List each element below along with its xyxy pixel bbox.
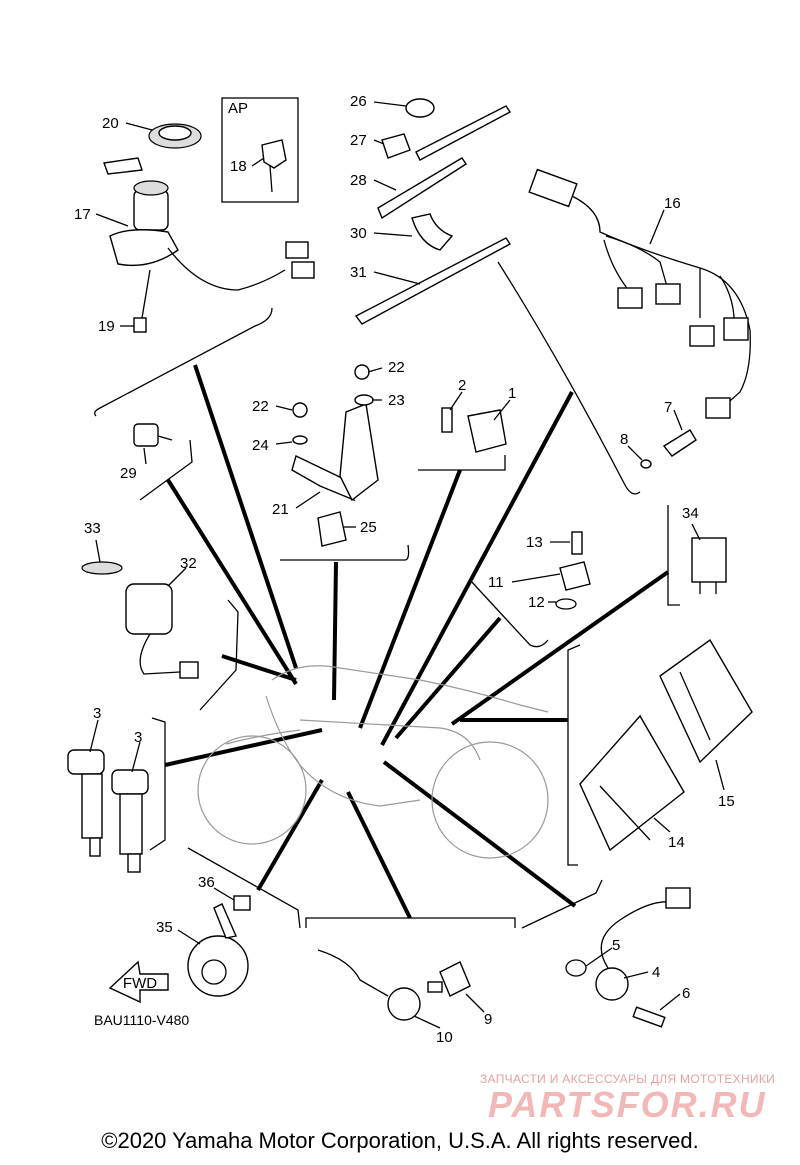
part-3-ignition-coil-b	[111, 769, 149, 873]
callout-36: 36	[198, 874, 215, 891]
fwd-arrow-icon: FWD	[108, 960, 169, 1004]
callout-33: 33	[84, 520, 101, 537]
callout-28: 28	[350, 172, 367, 189]
part-9-switch	[427, 961, 471, 997]
callout-22: 22	[388, 359, 405, 376]
part-7-sensor	[640, 429, 697, 469]
motorcycle-silhouette	[197, 665, 549, 859]
callout-9: 9	[484, 1011, 492, 1028]
callout-leaders	[89, 101, 725, 1029]
part-10-sensor	[317, 949, 421, 1021]
parts-clamps-bands	[354, 98, 512, 325]
copyright-notice: ©2020 Yamaha Motor Corporation, U.S.A. A…	[101, 1128, 699, 1153]
callout-19: 19	[98, 318, 115, 335]
callout-18: 18	[230, 158, 247, 175]
leader-lines	[164, 364, 670, 919]
part-20-cap	[148, 123, 202, 149]
callout-25: 25	[360, 519, 377, 536]
callout-30: 30	[350, 225, 367, 242]
callout-35: 35	[156, 919, 173, 936]
callout-21: 21	[272, 501, 289, 518]
callout-10: 10	[436, 1029, 453, 1046]
callout-2: 2	[458, 377, 466, 394]
callout-8: 8	[620, 431, 628, 448]
callout-31: 31	[350, 264, 367, 281]
part-17-main-switch	[103, 157, 315, 333]
part-29-sensor	[133, 423, 173, 447]
callout-11: 11	[488, 574, 504, 591]
callout-29: 29	[120, 465, 137, 482]
callout-7: 7	[664, 399, 672, 416]
diagram-code: BAU1110-V480	[94, 1012, 190, 1028]
part-36-bolt	[233, 895, 251, 911]
watermark-tagline: ЗАПЧАСТИ И АКСЕССУАРЫ ДЛЯ МОТОТЕХНИКИ	[480, 1072, 776, 1086]
callout-32: 32	[180, 555, 197, 572]
callout-24: 24	[252, 437, 269, 454]
callout-5: 5	[612, 937, 620, 954]
part-11-sensor	[555, 531, 591, 610]
svg-text:FWD: FWD	[123, 975, 157, 992]
part-33-plate	[81, 561, 123, 575]
ap-box	[221, 97, 299, 203]
part-16-wire-harness	[528, 168, 751, 419]
callout-3: 3	[134, 729, 142, 746]
callout-34: 34	[682, 505, 699, 522]
callout-14: 14	[668, 834, 685, 851]
callout-13: 13	[526, 534, 543, 551]
callout-22: 22	[252, 398, 269, 415]
callout-23: 23	[388, 392, 405, 409]
callout-20: 20	[102, 115, 119, 132]
callout-6: 6	[682, 985, 690, 1002]
callout-27: 27	[350, 132, 367, 149]
callout-1: 1	[508, 385, 516, 402]
callout-17: 17	[74, 206, 91, 223]
part-1-sensor	[441, 407, 507, 453]
part-3-ignition-coil-a	[67, 749, 105, 857]
ap-box-label: AP	[228, 100, 249, 117]
part-14-ecu	[579, 714, 685, 852]
callout-numbers: 1 2 3 3 4 5 6 7 8 9 10 11 12 13 14 15 16…	[74, 93, 735, 1046]
callout-26: 26	[350, 93, 367, 110]
watermark-logo: PARTSFOR.RU	[488, 1084, 767, 1125]
callout-16: 16	[664, 195, 681, 212]
group-brackets	[94, 261, 680, 929]
callout-4: 4	[652, 964, 660, 981]
part-35-horn	[187, 903, 249, 997]
part-21-bracket	[291, 364, 379, 547]
callout-3: 3	[93, 705, 101, 722]
part-15-ecu	[659, 638, 753, 764]
part-18-key	[261, 139, 287, 193]
part-4-sensor	[565, 887, 691, 1028]
callout-15: 15	[718, 793, 735, 810]
callout-12: 12	[528, 594, 545, 611]
part-34-relay	[691, 537, 727, 594]
part-32-socket	[125, 583, 199, 679]
